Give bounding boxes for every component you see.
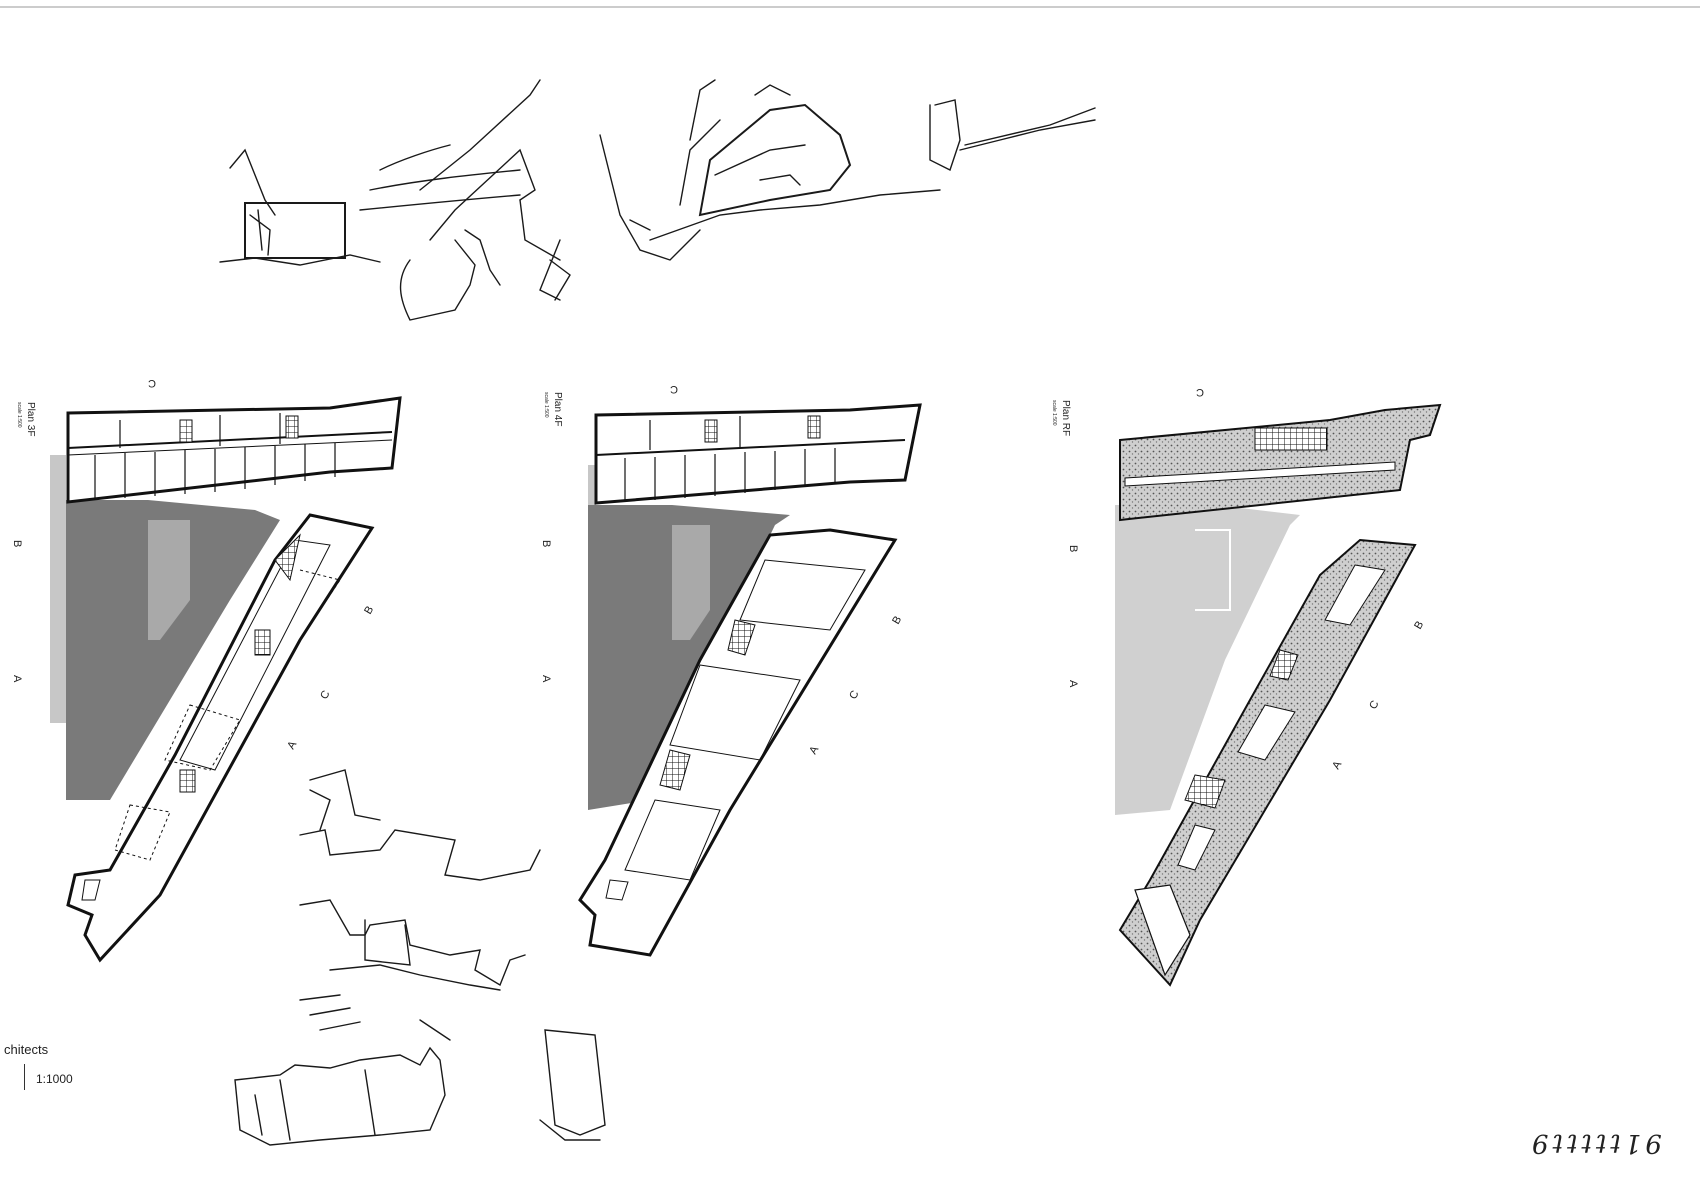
plan-3f-title: Plan 3F [25, 402, 36, 436]
plan-rf [1115, 403, 1442, 987]
north-roof-rf [1119, 403, 1442, 522]
section-mark-a2-3f: A [285, 739, 299, 752]
courtyard-rf [1115, 505, 1300, 815]
handwritten-note: 91ttttt9 [1528, 1128, 1662, 1158]
section-mark-a-4f: A [540, 675, 552, 683]
plan-rf-title: Plan RF [1060, 400, 1071, 436]
plan-3f-scale: scale 1:500 [16, 402, 22, 428]
section-mark-a-rf: A [1067, 680, 1079, 688]
section-mark-c-4f: C [670, 383, 678, 395]
sketch-top [219, 79, 1096, 321]
section-mark-b2-3f: B [362, 604, 376, 616]
diagonal-wing-3f [66, 513, 375, 963]
section-mark-c2-3f: C [318, 689, 332, 702]
section-mark-a-3f: A [11, 675, 23, 683]
section-mark-c2-rf: C [1367, 699, 1381, 712]
terrace-3f [50, 455, 66, 723]
section-mark-c2-4f: C [847, 689, 861, 702]
plan-rf-scale: scale 1:500 [1051, 400, 1057, 426]
north-wing-4f [594, 403, 922, 505]
section-mark-a2-4f: A [807, 744, 821, 757]
diagonal-roof-rf [1118, 538, 1417, 987]
sketch-bottom [234, 769, 606, 1146]
section-mark-c-rf: C [1196, 386, 1204, 398]
courtyard-4f [588, 505, 790, 810]
plan-3f [50, 396, 402, 963]
drawing-scale: 1:1000 [36, 1072, 73, 1086]
section-mark-b2-rf: B [1412, 619, 1426, 631]
section-mark-b-rf: B [1067, 545, 1079, 552]
plan-4f-title: Plan 4F [552, 392, 563, 426]
scale-bar [24, 1064, 25, 1090]
diagonal-wing-4f [578, 528, 898, 957]
north-wing-3f [66, 396, 402, 504]
section-mark-b-4f: B [540, 540, 552, 547]
firm-name-fragment: chitects [4, 1042, 49, 1057]
plan-4f-scale: scale 1:500 [543, 392, 549, 418]
section-mark-c-3f: C [148, 377, 156, 389]
plan-4f [578, 403, 922, 957]
courtyard-3f [66, 500, 280, 800]
section-mark-a2-rf: A [1330, 759, 1344, 772]
section-mark-b2-4f: B [890, 614, 904, 626]
section-mark-b-3f: B [11, 540, 23, 547]
